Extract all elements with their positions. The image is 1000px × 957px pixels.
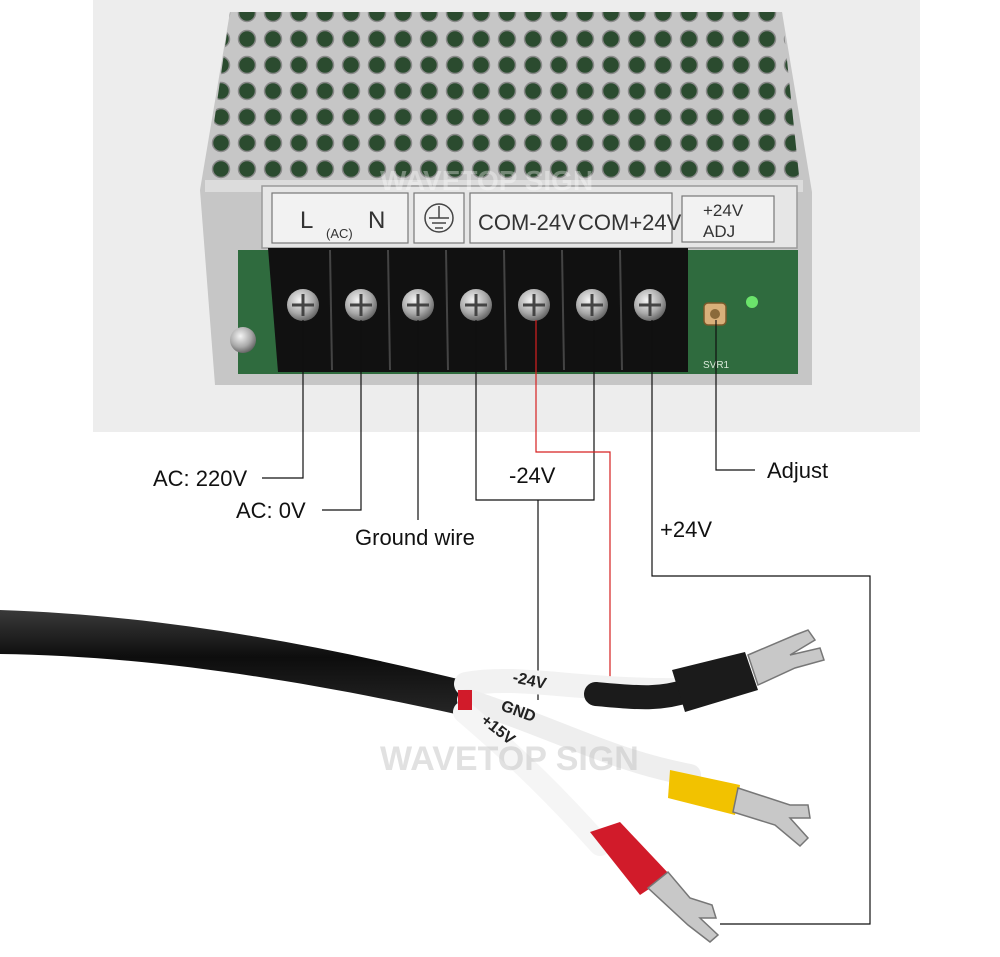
callout-ac-220v: AC: 220V (153, 466, 248, 491)
label-adj-bottom: ADJ (703, 222, 735, 241)
label-adj-top: +24V (703, 201, 744, 220)
leader-pos24 (651, 320, 871, 925)
label-n: N (368, 207, 385, 234)
leader-ac-220 (262, 320, 304, 479)
lug-red (590, 822, 670, 895)
status-led (746, 296, 758, 308)
ac-label-box (271, 192, 409, 244)
chassis-screw (230, 327, 256, 353)
watermark-top: WAVETOP SIGN (380, 165, 593, 196)
red-trace (535, 320, 611, 700)
fork-terminal-yellow (732, 787, 811, 848)
label-l: L (300, 207, 313, 234)
dc-label-box (469, 192, 673, 244)
leader-adjust (715, 320, 755, 471)
label-ac: (AC) (326, 226, 353, 241)
watermark-bottom: WAVETOP SIGN (380, 740, 639, 778)
adj-label-box (681, 195, 775, 243)
fork-terminal-red (646, 870, 720, 943)
lug-yellow (668, 770, 740, 815)
callout-pos-24v: +24V (660, 517, 712, 542)
fork-terminal-black (747, 629, 825, 687)
callout-neg-24v: -24V (509, 463, 556, 488)
callout-ground-wire: Ground wire (355, 525, 475, 550)
wire-label-neg: -24V (511, 669, 548, 693)
label-com-neg: COM-24V (478, 210, 576, 235)
black-cable (0, 610, 470, 715)
cable-assembly: -24V GND +15V WAVETOP SIGN (0, 610, 825, 943)
terminal-dividers (329, 249, 623, 371)
terminal-screws (287, 289, 666, 321)
potentiometer-knob (710, 309, 720, 319)
lug-black (672, 652, 758, 712)
wire-gnd (457, 689, 701, 786)
wire-neg-sleeve (584, 678, 702, 710)
cable-red-core (458, 690, 472, 710)
callout-ac-0v: AC: 0V (236, 498, 306, 523)
label-com-pos: COM+24V (578, 210, 682, 235)
leader-neg24-bracket (475, 320, 595, 501)
callout-adjust: Adjust (767, 458, 829, 483)
leader-lines (262, 320, 871, 925)
ventilation-grille (205, 12, 800, 185)
leader-ac-0 (322, 320, 362, 511)
power-supply: L (AC) N COM-24V COM+24V +24V ADJ (200, 12, 812, 385)
earth-ground-icon (424, 203, 454, 233)
wire-pos (453, 701, 611, 856)
